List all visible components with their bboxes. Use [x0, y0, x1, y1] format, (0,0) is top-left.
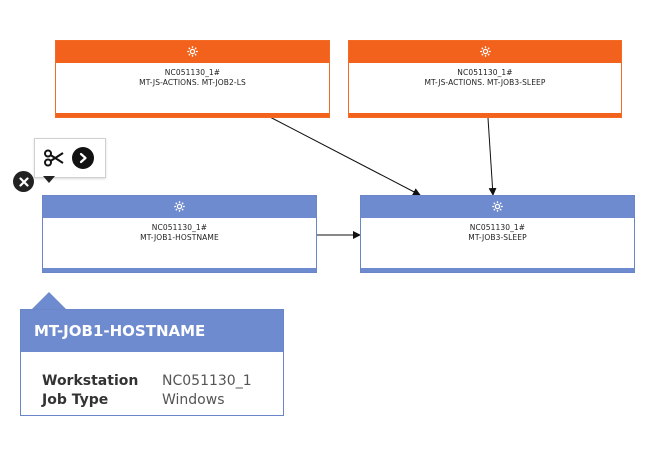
node-workstation: NC051130_1# [457, 68, 513, 77]
job-node-js-actions-job2-ls[interactable]: NC051130_1# MT-JS-ACTIONS. MT-JOB2-LS [55, 40, 330, 118]
info-value: Windows [162, 392, 225, 408]
edge-js-sleep-to-sleep [487, 117, 497, 196]
info-row-job-type: Job Type Windows [42, 392, 225, 408]
job-node-job3-sleep[interactable]: NC051130_1# MT-JOB3-SLEEP [360, 195, 635, 273]
node-header [349, 41, 621, 63]
node-header [56, 41, 329, 63]
node-action-toolbar [34, 138, 106, 183]
node-header [361, 196, 634, 218]
node-workstation: NC051130_1# [151, 223, 208, 232]
edge-ls-to-sleep [267, 115, 421, 196]
node-job-name: MT-JS-ACTIONS. MT-JOB3-SLEEP [424, 78, 546, 87]
info-label: Job Type [42, 392, 109, 408]
info-popup-title: MT-JOB1-HOSTNAME [21, 310, 283, 352]
node-footer [56, 113, 329, 117]
node-job-name: MT-JOB1-HOSTNAME [140, 233, 219, 242]
node-job-name: MT-JS-ACTIONS. MT-JOB2-LS [139, 78, 246, 87]
node-footer [43, 268, 316, 272]
scissors-icon[interactable] [42, 147, 66, 169]
info-popup-pointer [32, 292, 66, 309]
info-row-workstation: Workstation NC051130_1 [42, 373, 252, 389]
job-info-popup: MT-JOB1-HOSTNAME Workstation NC051130_1 J… [20, 309, 284, 416]
node-footer [361, 268, 634, 272]
node-workstation: NC051130_1# [164, 68, 221, 77]
gear-icon [491, 198, 504, 217]
node-header [43, 196, 316, 218]
node-workstation: NC051130_1# [469, 223, 526, 232]
toolbar-pointer [43, 176, 55, 183]
node-job-name: MT-JOB3-SLEEP [468, 233, 527, 242]
job-node-job1-hostname[interactable]: NC051130_1# MT-JOB1-HOSTNAME [42, 195, 317, 273]
info-value: NC051130_1 [162, 373, 252, 389]
node-footer [349, 113, 621, 117]
chevron-right-icon[interactable] [72, 147, 94, 169]
gear-icon [479, 43, 492, 62]
gear-icon [186, 43, 199, 62]
info-label: Workstation [42, 373, 139, 389]
job-node-js-actions-job3-sleep[interactable]: NC051130_1# MT-JS-ACTIONS. MT-JOB3-SLEEP [348, 40, 622, 118]
close-icon[interactable] [13, 171, 34, 192]
gear-icon [173, 198, 186, 217]
